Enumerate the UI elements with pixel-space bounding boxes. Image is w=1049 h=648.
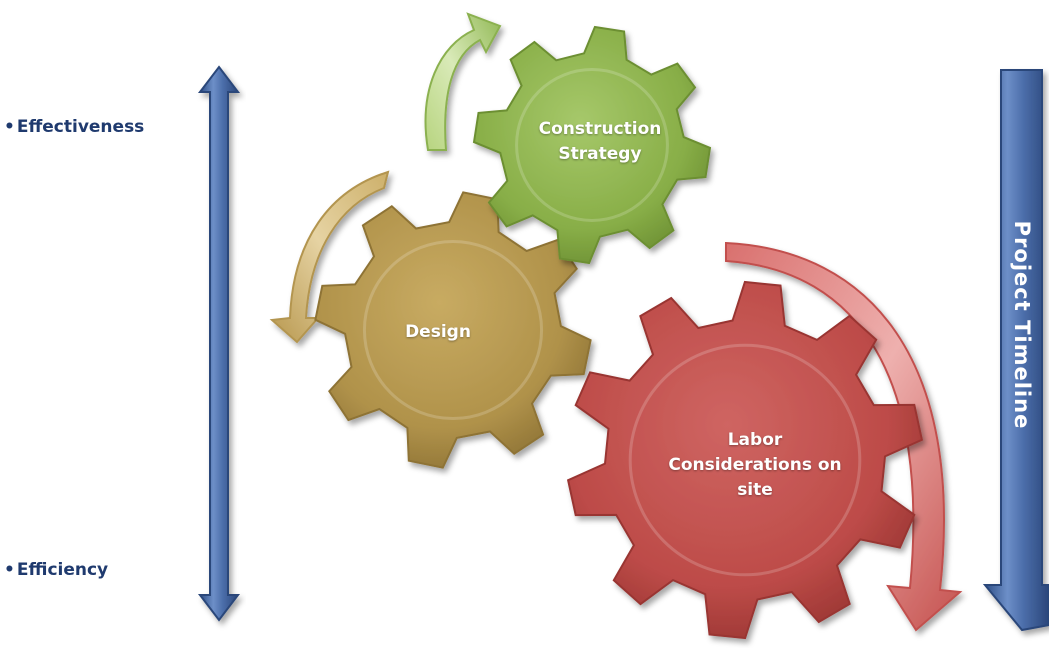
labor-line-1: Labor (727, 430, 783, 450)
efficiency-text: Efficiency (16, 560, 109, 580)
gear-construction-inner-ring (515, 68, 669, 222)
labor-considerations-label: Labor Considerations on site (650, 428, 860, 503)
bullet-glyph: • (4, 117, 15, 137)
gear-labor-inner-ring (628, 343, 862, 577)
labor-line-3: site (737, 480, 773, 500)
construction-line-2: Strategy (558, 144, 642, 164)
efficiency-label: •Efficiency (4, 560, 108, 580)
construction-line-1: Construction (538, 119, 662, 139)
bullet-glyph: • (4, 560, 15, 580)
labor-line-2: Considerations on (668, 455, 842, 475)
project-timeline-label: Project Timeline (1007, 195, 1037, 455)
construction-strategy-gear (472, 25, 712, 265)
gear-construction-body (472, 25, 712, 265)
effectiveness-text: Effectiveness (16, 117, 145, 137)
design-line-1: Design (405, 322, 471, 342)
gold-cycle-arrow (269, 170, 390, 344)
project-timeline-text: Project Timeline (1010, 220, 1034, 430)
gear-labor-body (566, 280, 924, 640)
construction-strategy-label: Construction Strategy (520, 117, 680, 167)
effectiveness-efficiency-double-arrow (197, 65, 241, 622)
green-cycle-arrow (424, 12, 502, 151)
design-label: Design (378, 320, 498, 345)
project-timeline-arrow (982, 69, 1049, 632)
gear-design-inner-ring (362, 239, 544, 421)
effectiveness-label: •Effectiveness (4, 117, 144, 137)
labor-considerations-gear (566, 280, 924, 640)
